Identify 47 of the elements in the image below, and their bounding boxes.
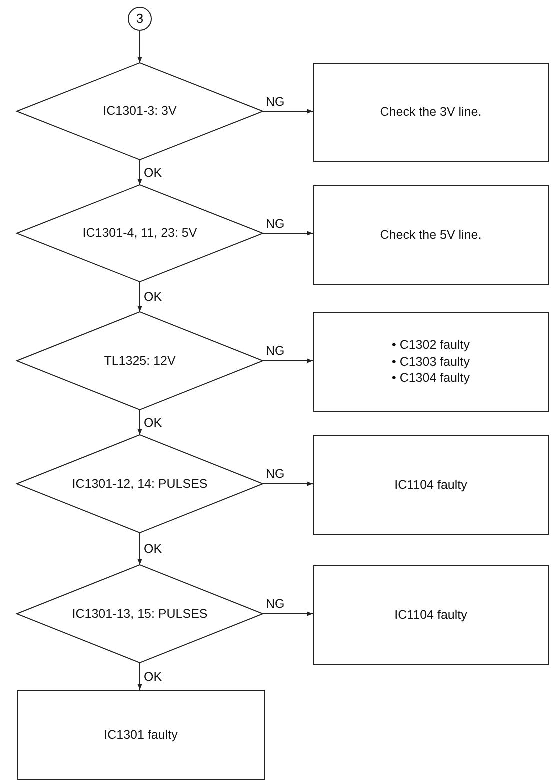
edge-label: OK: [143, 290, 164, 304]
condition-text: IC1301-12, 14: PULSES: [72, 476, 208, 492]
edge-label: OK: [143, 670, 164, 684]
edge-label: NG: [265, 597, 286, 612]
connector-circle: [128, 7, 152, 31]
arrow: [262, 612, 314, 616]
result-text: IC1104 faulty: [394, 606, 468, 624]
result-text: IC1301 faulty: [104, 726, 178, 744]
result-text: • C1302 faulty: [392, 336, 470, 354]
process-box: [313, 435, 549, 535]
edge-label: NG: [265, 467, 286, 482]
arrow: [138, 532, 142, 566]
edge-label: NG: [265, 344, 286, 358]
result-text: IC1104 faulty: [394, 476, 468, 494]
result-text: Check the 5V line.: [380, 226, 482, 244]
decision-diamond: [17, 435, 263, 533]
edge-label: OK: [143, 542, 164, 556]
connector-number: 3: [136, 10, 144, 28]
decision-diamond: [17, 63, 263, 160]
arrow: [262, 231, 314, 236]
arrow: [138, 282, 142, 312]
arrow: [262, 358, 314, 364]
arrow: [138, 160, 142, 186]
decision-diamond: [17, 312, 263, 410]
arrow: [138, 662, 142, 690]
condition-text: IC1301-4, 11, 23: 5V: [82, 225, 198, 242]
process-box: [313, 312, 549, 412]
arrow: [262, 109, 314, 114]
edge-label: OK: [143, 166, 164, 180]
result-text: • C1304 faulty: [392, 370, 470, 388]
result-text: Check the 3V line.: [380, 104, 482, 121]
decision-diamond: [17, 565, 263, 663]
decision-diamond: [17, 185, 263, 282]
process-box: [313, 565, 549, 665]
edge-label: NG: [265, 94, 286, 109]
condition-text: IC1301-3: 3V: [103, 103, 177, 120]
condition-text: TL1325: 12V: [104, 352, 176, 370]
process-box: [313, 63, 549, 162]
arrow: [138, 30, 142, 64]
arrow: [262, 482, 314, 486]
process-box: [17, 690, 265, 780]
process-box: [313, 185, 549, 285]
edge-label: OK: [143, 416, 164, 430]
arrow: [138, 410, 142, 436]
result-text: • C1303 faulty: [392, 354, 470, 370]
edge-label: NG: [265, 216, 286, 231]
condition-text: IC1301-13, 15: PULSES: [72, 606, 208, 622]
